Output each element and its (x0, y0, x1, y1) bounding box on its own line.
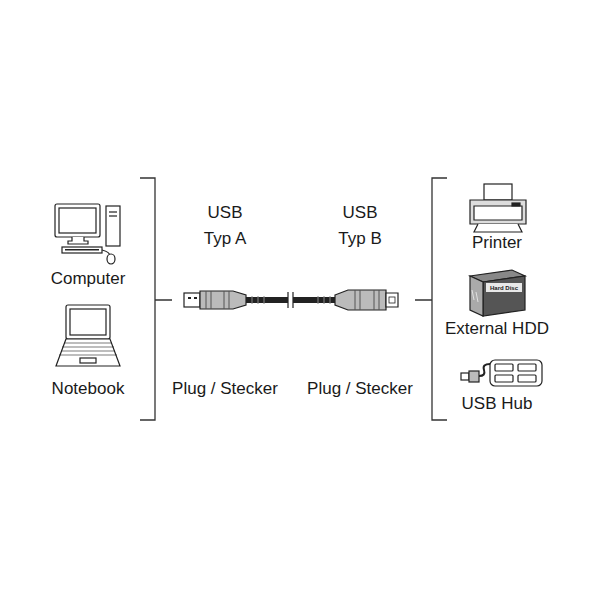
computer-icon (55, 204, 120, 264)
computer-label: Computer (51, 266, 126, 292)
printer-icon (470, 184, 526, 232)
device-label: USB Hub (462, 391, 533, 417)
keyboard-keys (65, 249, 99, 251)
notebook-keys (59, 343, 117, 355)
device-label: Printer (472, 230, 522, 256)
device-label: External HDD (445, 316, 549, 342)
usb-hub-icon (461, 360, 542, 386)
hdd-icon (470, 270, 525, 316)
plug-label: Plug / Stecker (307, 376, 413, 402)
plug-label: Plug / Stecker (172, 376, 278, 402)
connector-type-label: USB Typ B (334, 200, 386, 253)
hdd-face-text: Hard Disc (490, 285, 518, 291)
usb-cable (184, 290, 398, 310)
notebook-label: Notebook (52, 376, 125, 402)
connector-type-label: USB Typ A (199, 200, 251, 253)
hdd-label-plate (486, 283, 522, 292)
brackets (140, 178, 447, 420)
notebook-icon (56, 305, 120, 366)
